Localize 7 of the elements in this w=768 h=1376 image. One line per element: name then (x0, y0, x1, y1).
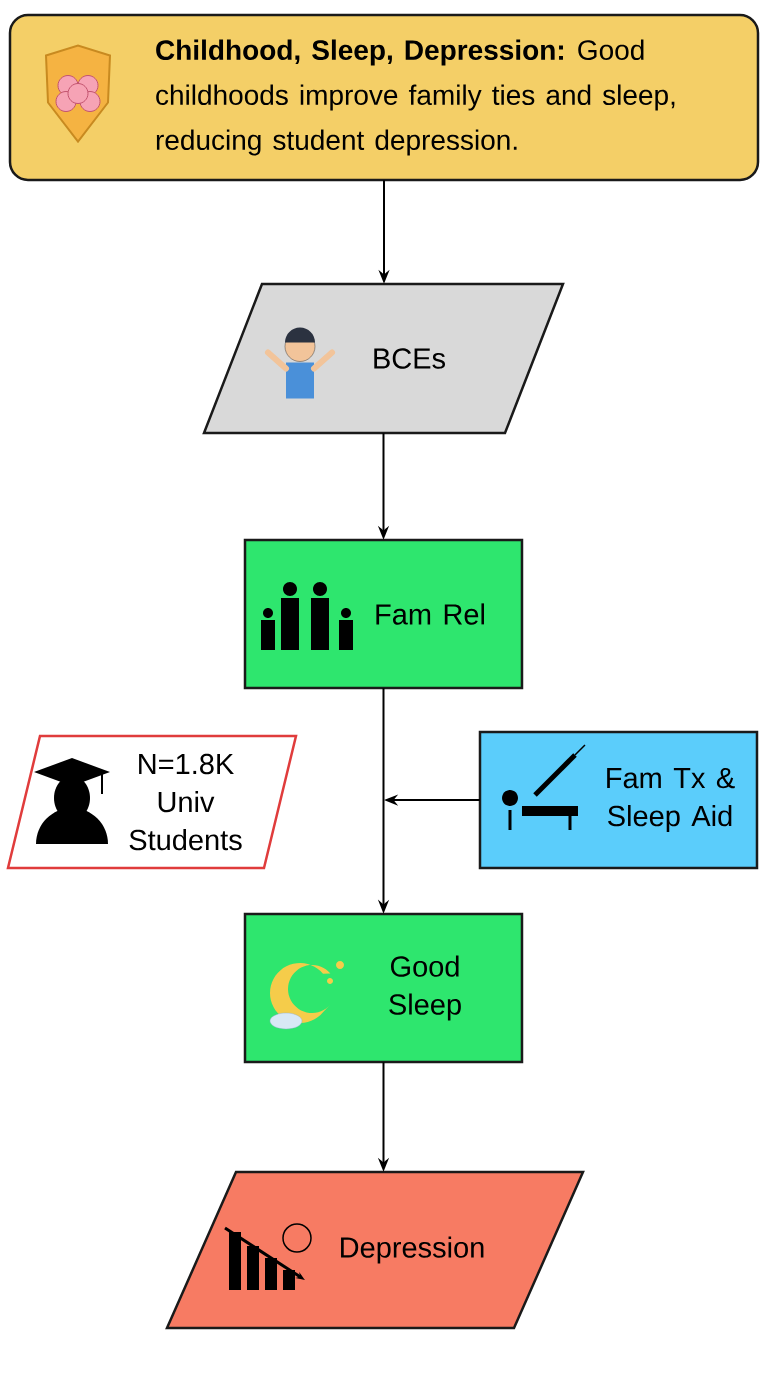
process-box: Fam Tx & Sleep Aid (478, 730, 759, 870)
data-parallelogram: N=1.8K Univ Students (6, 734, 298, 870)
data-parallelogram: Depression (165, 1170, 585, 1330)
process-box: Good Sleep (243, 912, 524, 1064)
summary-box: Childhood, Sleep, Depression: Good childhoods improve family ties and sleep, reducing student depression. (8, 13, 760, 182)
process-box: Fam Rel (243, 538, 524, 690)
data-parallelogram: BCEs (202, 282, 565, 435)
